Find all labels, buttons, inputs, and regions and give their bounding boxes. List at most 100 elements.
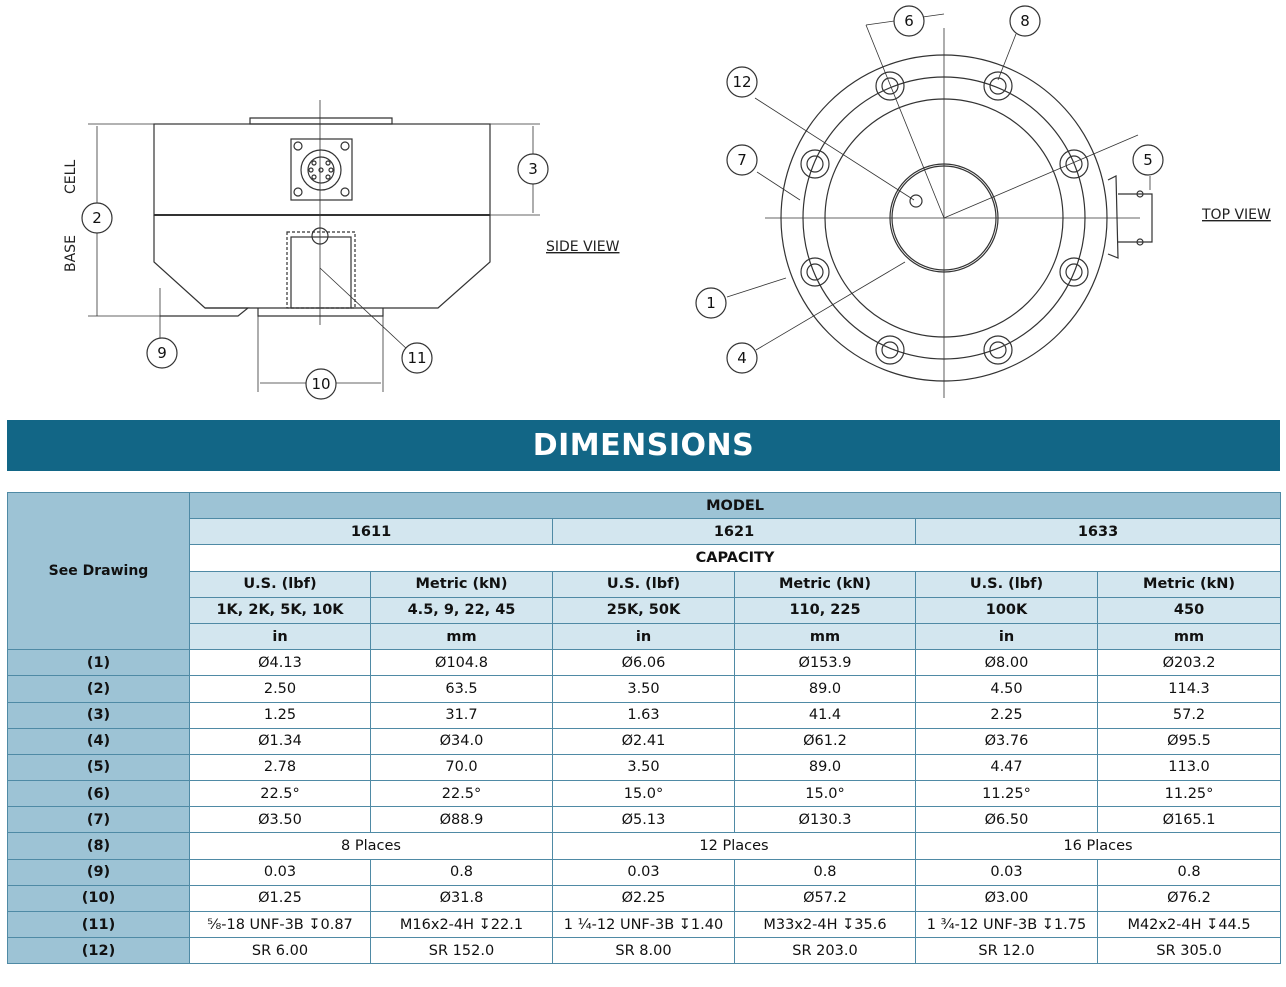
- capacity-header: CAPACITY: [188, 544, 1282, 572]
- table-cell: 0.03: [189, 858, 371, 886]
- table-row: (12) SR 6.00 SR 152.0 SR 8.00 SR 203.0 S…: [7, 937, 1282, 965]
- callout-12: 12: [732, 73, 751, 91]
- table-cell: 70.0: [370, 753, 553, 782]
- model-1611: 1611: [189, 518, 553, 546]
- table-cell: 1.25: [189, 701, 371, 729]
- capacity-value: 450: [1096, 596, 1282, 624]
- units-header: Metric (kN): [1096, 570, 1282, 598]
- table-row: (4) Ø1.34 Ø34.0 Ø2.41 Ø61.2 Ø3.76 Ø95.5: [7, 727, 1282, 755]
- table-row: (6) 22.5° 22.5° 15.0° 15.0° 11.25° 11.25…: [7, 780, 1282, 808]
- row-label: (3): [7, 701, 190, 729]
- table-cell: 0.8: [1096, 858, 1282, 886]
- table-cell: 11.25°: [1096, 780, 1282, 808]
- technical-drawing: SIDE VIEW TOP VIEW CELL BASE 1 2 3 4 5 6…: [63, 5, 1271, 400]
- cell-label: CELL: [63, 160, 79, 194]
- model-1633: 1633: [914, 518, 1282, 546]
- table-cell: SR 8.00: [552, 937, 735, 965]
- table-cell: Ø2.25: [552, 884, 735, 913]
- table-cell: 57.2: [1096, 701, 1282, 729]
- table-cell: 63.5: [370, 675, 553, 703]
- table-cell: SR 305.0: [1096, 937, 1282, 965]
- dimensions-table: See Drawing MODEL 1611 1621 1633 CAPACIT…: [7, 491, 1282, 965]
- table-cell: 114.3: [1096, 675, 1282, 703]
- table-cell: 31.7: [370, 701, 553, 729]
- table-row: (5) 2.78 70.0 3.50 89.0 4.47 113.0: [7, 753, 1282, 782]
- table-cell: Ø3.50: [189, 806, 371, 834]
- side-view-drawing: [88, 100, 540, 392]
- units-header-row: U.S. (lbf) Metric (kN) U.S. (lbf) Metric…: [8, 570, 1282, 598]
- callout-4: 4: [737, 349, 747, 367]
- bolt-holes: [800, 71, 1089, 365]
- length-unit: mm: [370, 622, 553, 651]
- row-label: (1): [7, 649, 190, 677]
- table-cell: Ø95.5: [1096, 727, 1282, 755]
- table-cell: M42x2-4H ↧44.5: [1096, 910, 1282, 939]
- row-label: (6): [7, 780, 190, 808]
- table-cell: 0.8: [370, 858, 553, 886]
- row-label: (11): [7, 910, 190, 939]
- table-cell: Ø76.2: [1096, 884, 1282, 913]
- table-cell: M33x2-4H ↧35.6: [734, 910, 916, 939]
- table-cell: 3.50: [552, 675, 735, 703]
- units-header: Metric (kN): [734, 570, 916, 598]
- table-cell: Ø1.25: [189, 884, 371, 913]
- capacity-value: 1K, 2K, 5K, 10K: [189, 596, 371, 624]
- table-cell: ⅝-18 UNF-3B ↧0.87: [189, 910, 371, 939]
- table-cell: 0.8: [734, 858, 916, 886]
- table-cell: Ø34.0: [370, 727, 553, 755]
- callout-9: 9: [157, 344, 167, 362]
- table-cell: 4.47: [915, 753, 1098, 782]
- units-header: U.S. (lbf): [915, 570, 1098, 598]
- callout-2: 2: [92, 209, 102, 227]
- length-unit: in: [915, 622, 1098, 651]
- table-cell: 15.0°: [552, 780, 735, 808]
- table-cell: Ø61.2: [734, 727, 916, 755]
- table-cell: SR 152.0: [370, 937, 553, 965]
- length-unit: in: [552, 622, 735, 651]
- table-cell: Ø3.00: [915, 884, 1098, 913]
- table-cell: 1 ¾-12 UNF-3B ↧1.75: [915, 910, 1098, 939]
- table-cell: M16x2-4H ↧22.1: [370, 910, 553, 939]
- table-cell: 89.0: [734, 675, 916, 703]
- table-cell: Ø88.9: [370, 806, 553, 834]
- callout-8: 8: [1020, 12, 1030, 30]
- capacity-value: 4.5, 9, 22, 45: [370, 596, 553, 624]
- table-cell: SR 6.00: [189, 937, 371, 965]
- table-row: (2) 2.50 63.5 3.50 89.0 4.50 114.3: [7, 675, 1282, 703]
- table-cell: Ø3.76: [915, 727, 1098, 755]
- table-cell: Ø31.8: [370, 884, 553, 913]
- dimensions-banner: DIMENSIONS: [7, 420, 1280, 471]
- length-unit: mm: [1096, 622, 1282, 651]
- table-cell: Ø203.2: [1096, 649, 1282, 677]
- callout-10: 10: [311, 375, 330, 393]
- callout-5: 5: [1143, 151, 1153, 169]
- row-label: (2): [7, 675, 190, 703]
- table-row: (1) Ø4.13 Ø104.8 Ø6.06 Ø153.9 Ø8.00 Ø203…: [7, 649, 1282, 677]
- length-units-row: in mm in mm in mm: [8, 622, 1282, 651]
- units-header: U.S. (lbf): [552, 570, 735, 598]
- row-label: (10): [7, 884, 190, 913]
- table-cell: 15.0°: [734, 780, 916, 808]
- table-cell: Ø165.1: [1096, 806, 1282, 834]
- table-cell: 11.25°: [915, 780, 1098, 808]
- table-cell: 2.25: [915, 701, 1098, 729]
- table-cell: Ø130.3: [734, 806, 916, 834]
- length-unit: mm: [734, 622, 916, 651]
- table-cell: 0.03: [552, 858, 735, 886]
- length-unit: in: [189, 622, 371, 651]
- top-view-drawing: [726, 13, 1153, 398]
- table-cell: 16 Places: [914, 832, 1282, 860]
- table-cell: 89.0: [734, 753, 916, 782]
- row-label: (4): [7, 727, 190, 755]
- table-cell: 8 Places: [189, 832, 553, 860]
- table-cell: 2.50: [189, 675, 371, 703]
- table-row: (9) 0.03 0.8 0.03 0.8 0.03 0.8: [7, 858, 1282, 886]
- table-cell: Ø6.06: [552, 649, 735, 677]
- table-cell: 1 ¼-12 UNF-3B ↧1.40: [552, 910, 735, 939]
- model-header: MODEL: [188, 491, 1282, 520]
- row-label: (8): [7, 832, 190, 860]
- table-cell: Ø4.13: [189, 649, 371, 677]
- row-label: (9): [7, 858, 190, 886]
- capacity-value: 100K: [915, 596, 1098, 624]
- table-cell: 113.0: [1096, 753, 1282, 782]
